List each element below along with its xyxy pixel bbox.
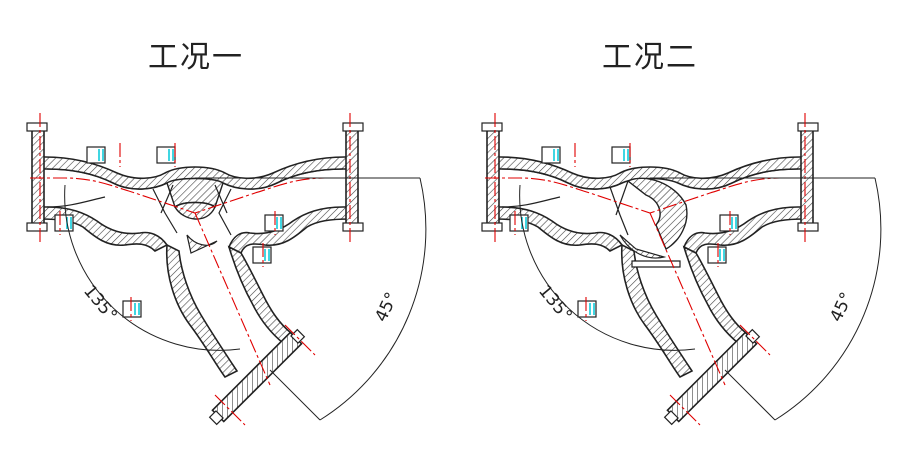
- ball-element: [152, 177, 232, 254]
- valve-drawing-condition-2: 135° 45°: [481, 113, 882, 428]
- dimension-lines: [519, 177, 882, 421]
- angle-label-135: 135°: [534, 281, 576, 325]
- valve-drawing-condition-1: 135° 45°: [26, 113, 427, 428]
- angle-label-45: 45°: [826, 289, 857, 325]
- center-lines: [30, 113, 360, 426]
- panel-title-condition-1: 工况一: [148, 40, 244, 75]
- ball-element: [609, 177, 688, 268]
- panel-title-condition-2: 工况二: [602, 40, 698, 75]
- dimension-lines: [64, 177, 427, 421]
- angle-label-45: 45°: [371, 289, 402, 325]
- center-lines: [485, 113, 815, 426]
- angle-label-135: 135°: [79, 281, 121, 325]
